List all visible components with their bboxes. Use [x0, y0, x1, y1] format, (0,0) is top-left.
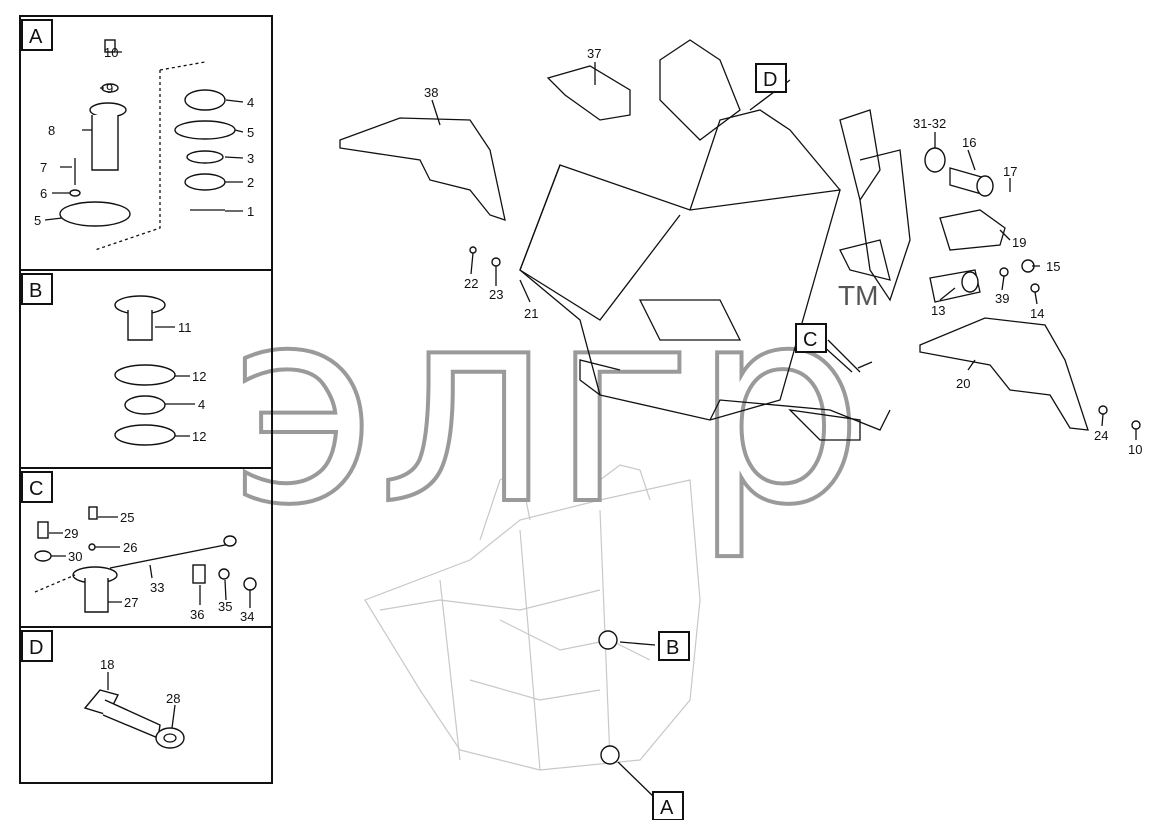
- label-19: 19: [1012, 235, 1026, 250]
- leader-lines: [431, 62, 1137, 801]
- svg-text:12: 12: [192, 429, 206, 444]
- svg-text:5: 5: [34, 213, 41, 228]
- watermark: элгр TM: [228, 247, 878, 566]
- svg-text:C: C: [803, 329, 817, 351]
- svg-text:25: 25: [120, 510, 134, 525]
- main-labels: 38 37 31-32 16 17 19 15 22 23 21 39 14 1…: [424, 46, 1142, 457]
- svg-text:B: B: [666, 637, 679, 659]
- svg-text:18: 18: [100, 657, 114, 672]
- svg-text:28: 28: [166, 691, 180, 706]
- label-14: 14: [1030, 306, 1044, 321]
- svg-text:10: 10: [104, 45, 118, 60]
- svg-text:2: 2: [247, 175, 254, 190]
- svg-text:27: 27: [124, 595, 138, 610]
- label-38: 38: [424, 85, 438, 100]
- callout-A: A: [652, 791, 684, 820]
- panel-B: B 11 12 4 12: [21, 273, 206, 446]
- label-10-main: 10: [1128, 442, 1142, 457]
- panel-C: C 29 25 26 30 33 27 36 35 34: [21, 471, 257, 624]
- svg-text:11: 11: [178, 320, 192, 335]
- callout-B: B: [658, 631, 690, 661]
- svg-text:4: 4: [198, 397, 205, 412]
- label-17: 17: [1003, 164, 1017, 179]
- svg-text:7: 7: [40, 160, 47, 175]
- ghost-loader-frame: [364, 464, 701, 771]
- svg-text:D: D: [763, 69, 777, 91]
- label-39: 39: [995, 291, 1009, 306]
- svg-text:34: 34: [240, 609, 254, 624]
- label-37: 37: [587, 46, 601, 61]
- panel-D: D 18 28: [21, 630, 185, 749]
- svg-text:1: 1: [247, 204, 254, 219]
- svg-text:A: A: [29, 26, 43, 48]
- svg-text:5: 5: [247, 125, 254, 140]
- svg-text:35: 35: [218, 599, 232, 614]
- label-21: 21: [524, 306, 538, 321]
- panel-A: A 10 9 8 7 6 5 4 5 3 2 1: [21, 19, 254, 251]
- svg-text:36: 36: [190, 607, 204, 622]
- svg-text:29: 29: [64, 526, 78, 541]
- detail-panels-frame: [19, 15, 273, 784]
- label-13: 13: [931, 303, 945, 318]
- svg-text:26: 26: [123, 540, 137, 555]
- callout-C: C: [795, 323, 827, 353]
- svg-text:4: 4: [247, 95, 254, 110]
- svg-text:9: 9: [106, 81, 113, 96]
- label-23: 23: [489, 287, 503, 302]
- label-31-32: 31-32: [913, 116, 946, 131]
- watermark-text: элгр: [230, 249, 864, 564]
- svg-text:33: 33: [150, 580, 164, 595]
- svg-text:8: 8: [48, 123, 55, 138]
- svg-text:3: 3: [247, 151, 254, 166]
- label-15: 15: [1046, 259, 1060, 274]
- label-22: 22: [464, 276, 478, 291]
- svg-text:30: 30: [68, 549, 82, 564]
- svg-text:6: 6: [40, 186, 47, 201]
- svg-text:B: B: [29, 280, 42, 302]
- watermark-tm: TM: [838, 280, 878, 311]
- svg-text:D: D: [29, 637, 43, 659]
- label-20: 20: [956, 376, 970, 391]
- label-24: 24: [1094, 428, 1108, 443]
- svg-text:C: C: [29, 478, 43, 500]
- label-16: 16: [962, 135, 976, 150]
- svg-text:A: A: [660, 797, 674, 819]
- svg-text:12: 12: [192, 369, 206, 384]
- callout-D: D: [755, 63, 787, 93]
